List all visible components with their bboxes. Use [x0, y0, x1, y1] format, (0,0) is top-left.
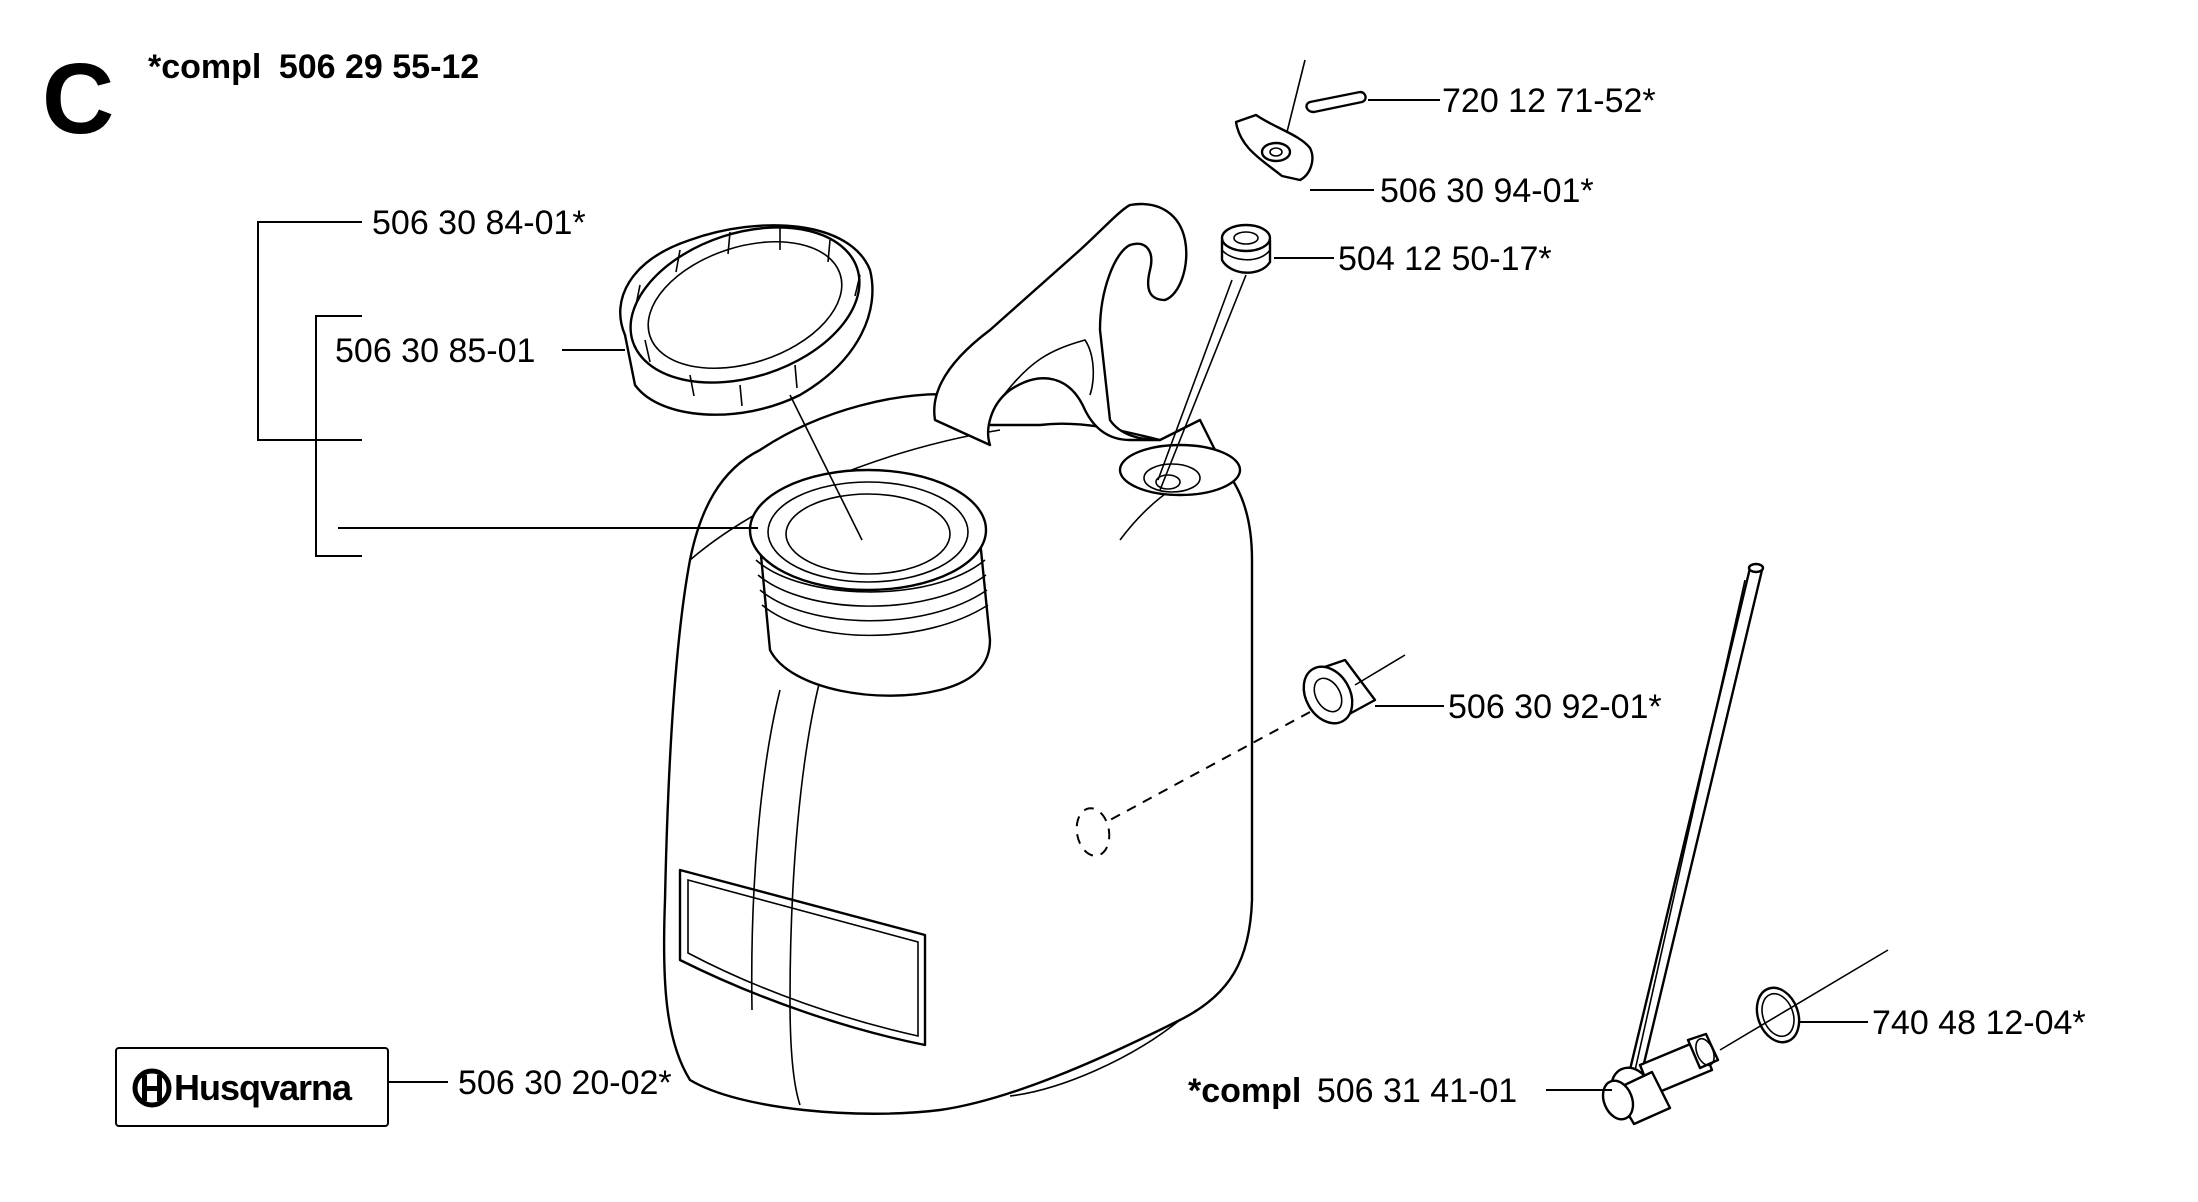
assembly-prefix: *compl: [148, 48, 261, 86]
grommet-assembly-line: [1159, 274, 1247, 491]
filler-neck: [748, 468, 992, 697]
grommet: [1220, 223, 1272, 274]
callout-pickup: *compl 506 31 41-01: [1188, 1072, 1517, 1110]
vent-boss: [1118, 443, 1242, 497]
leader-lines: [257, 99, 1868, 1091]
assembly-title: *compl 506 29 55-12: [148, 48, 479, 86]
side-plug: [1302, 658, 1377, 725]
callout-grommet: 504 12 50-17*: [1338, 240, 1552, 278]
callout-pin: 720 12 71-52*: [1442, 82, 1656, 120]
plug-hole: [1075, 807, 1111, 857]
assembly-number: 506 29 55-12: [279, 48, 479, 86]
callout-decal: 506 30 20-02*: [458, 1064, 672, 1102]
wing-nut: [1234, 113, 1314, 182]
callout-pickup-prefix: *compl: [1188, 1072, 1301, 1110]
oring-assembly-line: [1719, 949, 1889, 1051]
callout-pickup-number: 506 31 41-01: [1317, 1072, 1517, 1110]
callout-o-ring: 740 48 12-04*: [1872, 1004, 2086, 1042]
callout-side-plug: 506 30 92-01*: [1448, 688, 1662, 726]
fuel-cap: [619, 224, 874, 416]
crown-icon: [132, 1068, 172, 1108]
decal-panel: [678, 868, 927, 1047]
section-letter: C: [42, 43, 114, 155]
cap-assembly-line: [789, 394, 863, 541]
husqvarna-logo: Husqvarna: [115, 1047, 389, 1127]
o-ring: [1755, 986, 1801, 1044]
pickup-assembly: [1601, 562, 1765, 1126]
callout-wing-nut: 506 30 94-01*: [1380, 172, 1594, 210]
logo-text: Husqvarna: [174, 1067, 353, 1108]
plug-assembly-line: [1109, 711, 1311, 821]
tank-handle: [933, 202, 1188, 447]
callout-cap-seal: 506 30 85-01: [335, 332, 535, 370]
callout-cap-complete: 506 30 84-01*: [372, 204, 586, 242]
pin: [1305, 90, 1367, 114]
